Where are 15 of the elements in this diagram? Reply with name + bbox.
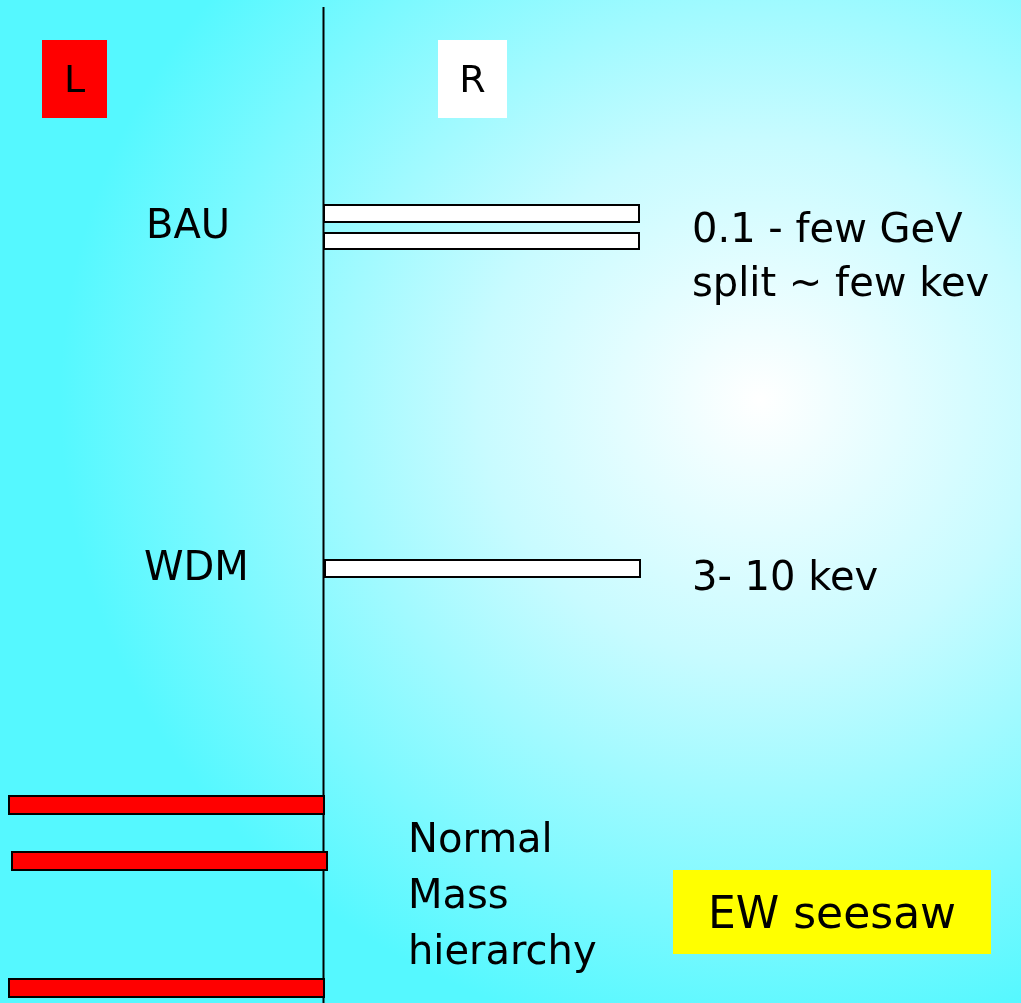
highlight-box: EW seesaw: [673, 870, 991, 954]
level-bar: [8, 978, 325, 998]
level-bar: [11, 851, 328, 871]
side-label: R: [438, 40, 507, 118]
level-bar: [324, 559, 641, 578]
mass-value: split ~ few kev: [692, 258, 990, 307]
level-bar: [8, 795, 325, 815]
hierarchy-note: Normal Mass hierarchy: [408, 814, 598, 975]
level-label: WDM: [144, 542, 249, 591]
level-bar: [323, 232, 640, 250]
side-label: L: [42, 40, 107, 118]
mass-value: 3- 10 kev: [692, 552, 879, 601]
level-bar: [323, 204, 640, 223]
level-label: BAU: [146, 200, 231, 249]
mass-value: 0.1 - few GeV: [692, 204, 963, 253]
